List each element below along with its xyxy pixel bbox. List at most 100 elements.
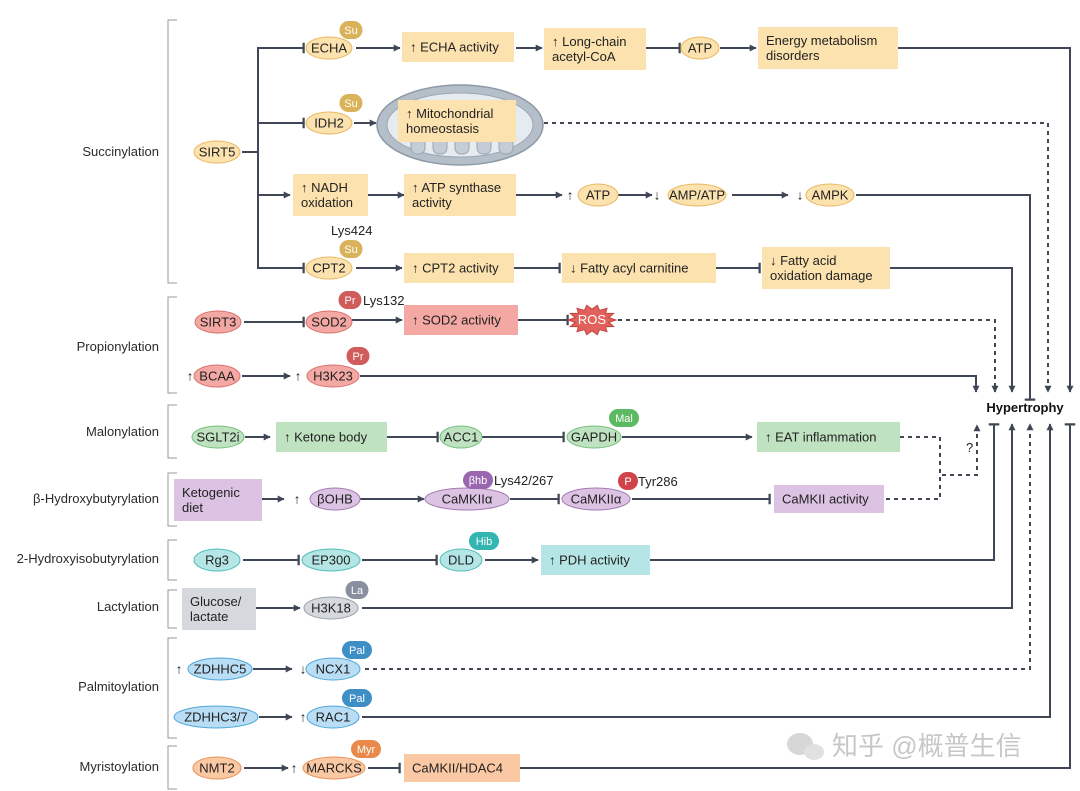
label-zd37: ZDHHC3/7 [184,710,248,725]
node-atp-2: ATP [577,183,619,207]
arrow-up-bcaa: ↑ [187,369,194,384]
node-atp-1: ATP [680,36,720,60]
label-nmt2: NMT2 [199,761,234,776]
annotation-question: ? [966,440,973,455]
node-cpt2-activity: ↑ CPT2 activity [404,253,514,283]
edge-ampk-hypertrophy [856,194,1036,401]
node-sod2-activity: ↑ SOD2 activity [404,305,518,335]
edge-camkact-merge [886,475,941,500]
node-echa: ECHA [305,36,353,60]
label-sglt2i: SGLT2i [196,430,239,445]
badge-p-camkii: P [618,472,638,490]
node-sglt2i: SGLT2i [191,425,245,449]
node-h3k18: H3K18 [303,596,359,620]
group-labels: SuccinylationPropionylationMalonylationβ… [17,144,159,774]
label-bohb: βOHB [317,492,353,507]
node-eat-inflammation: ↑ EAT inflammation [757,422,900,452]
badge-pal-rac1: Pal [342,689,372,707]
badge-su-idh2: Su [339,94,363,112]
group-label-g-bhb: β-Hydroxybutyrylation [33,491,159,506]
badge-bhb-camkii: βhb [463,471,493,489]
label-h3k18: H3K18 [311,601,351,616]
group-label-g-prop: Propionylation [77,339,159,354]
edge-ros-hypertrophy [618,319,999,393]
node-ep300: EP300 [301,548,361,572]
node-bcaa: BCAA [193,364,241,388]
label-nadh-1: ↑ NADH [301,180,348,195]
node-dld: DLD [439,548,483,572]
edge-sirt5-nadh [257,152,291,199]
node-sod2: SOD2 [305,310,353,334]
node-idh2: IDH2 [305,111,353,135]
badge-pr-h3k23-text: Pr [353,351,364,363]
node-ros: ROS [566,304,618,336]
label-energy-2: disorders [766,48,820,63]
node-cpt2: CPT2 [305,256,353,280]
bracket-g-myr [167,745,177,790]
label-energy-1: Energy metabolism [766,33,877,48]
group-label-g-myr: Myristoylation [80,759,159,774]
group-label-g-hib: 2-Hydroxyisobutyrylation [17,551,159,566]
label-ncx1: NCX1 [316,662,351,677]
badge-su-cpt2-text: Su [344,244,357,256]
badge-pal-ncx1: Pal [342,641,372,659]
node-ampk: AMPK [805,183,855,207]
badge-p-camkii-text: P [624,476,631,488]
edge-eat-hypertrophy [900,424,981,476]
bracket-g-pal [167,637,177,739]
label-faod-2: oxidation damage [770,268,873,283]
bracket-g-bhb [167,472,177,527]
edge-h3k23-hypertrophy [360,375,980,393]
label-ampatp: AMP/ATP [669,188,725,203]
badge-pr-sod2: Pr [338,291,362,309]
bracket-g-lac [167,589,177,629]
bracket-g-hib [167,539,177,581]
label-echa-act: ↑ ECHA activity [410,40,499,55]
label-atpsyn-2: activity [412,195,452,210]
bracket-g-malo [167,404,177,459]
edge-energy-hypertrophy [898,47,1074,393]
label-mito-2: homeostasis [406,121,479,136]
label-sod2-act: ↑ SOD2 activity [412,313,501,328]
label-camk2: CaMKIIα [571,492,622,507]
label-glu-2: lactate [190,609,228,624]
edge-rac1-hypertrophy [362,423,1054,718]
label-keto-2: diet [182,500,203,515]
label-cpt2: CPT2 [312,261,345,276]
badge-mal-gapdh: Mal [609,409,639,427]
label-dld: DLD [448,553,474,568]
node-ncx1: NCX1 [305,657,361,681]
label-cpt2-act: ↑ CPT2 activity [412,261,499,276]
watermark: 知乎 @概普生信 [787,731,1022,761]
badge-pr-h3k23: Pr [346,347,370,365]
node-sirt5: SIRT5 [193,140,241,164]
bracket-g-succ [167,19,177,284]
label-faod-1: ↓ Fatty acid [770,253,836,268]
label-bcaa: BCAA [199,369,235,384]
group-label-g-malo: Malonylation [86,424,159,439]
arrow-up-zdhhc5: ↑ [176,662,183,677]
node-camkii-1: CaMKIIα [424,487,510,511]
label-zd5: ZDHHC5 [194,662,247,677]
badge-su-echa-text: Su [344,25,357,37]
node-zdhhc37: ZDHHC3/7 [173,705,259,729]
arrow-down-ncx1: ↓ [300,662,307,677]
arrow-down-ampk: ↓ [797,188,804,203]
node-nmt2: NMT2 [192,756,242,780]
annotation-tyr286: Tyr286 [638,474,678,489]
label-pdh: ↑ PDH activity [549,553,630,568]
node-camkii-2: CaMKIIα [561,487,631,511]
label-ketone: ↑ Ketone body [284,430,368,445]
label-atp2: ATP [586,188,610,203]
label-sod2: SOD2 [311,315,346,330]
label-acc1: ACC1 [444,430,479,445]
group-brackets [167,19,177,790]
badge-bhb-camkii-text: βhb [469,475,488,487]
label-h3k23: H3K23 [313,369,353,384]
